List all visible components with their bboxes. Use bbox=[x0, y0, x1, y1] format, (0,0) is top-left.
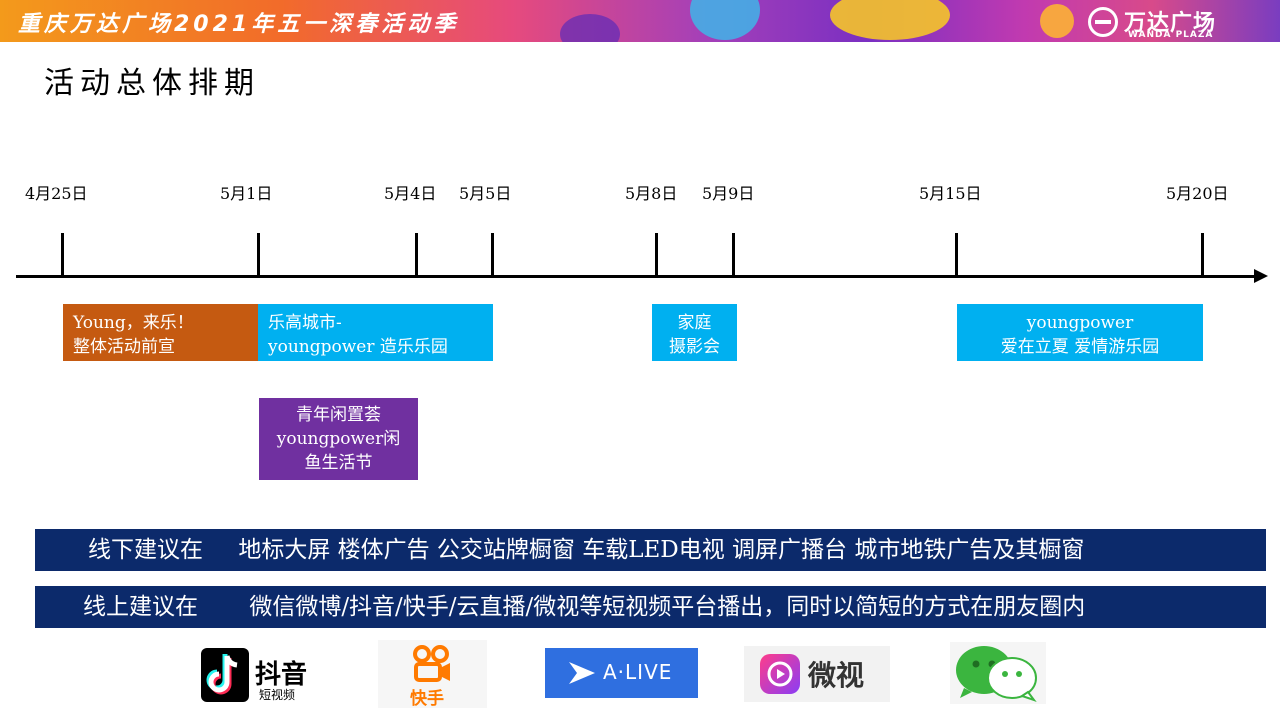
event-box: Young，来乐！ 整体活动前宣 bbox=[63, 304, 258, 361]
douyin-icon bbox=[201, 648, 249, 702]
event-box: youngpower 爱在立夏 爱情游乐园 bbox=[957, 304, 1203, 361]
douyin-name: 抖音 bbox=[255, 660, 308, 690]
date-label: 5月5日 bbox=[459, 184, 512, 203]
timeline-axis bbox=[16, 275, 1258, 278]
event-text: Young，来乐！ bbox=[73, 313, 194, 333]
kuaishou-icon bbox=[410, 644, 454, 684]
alive-logo: A·LIVE bbox=[545, 648, 698, 698]
event-text: youngpower 造乐乐园 bbox=[268, 337, 448, 357]
timeline-tick bbox=[491, 233, 494, 277]
logo-cn-text: 万达广场 bbox=[1124, 11, 1217, 36]
alive-name: A·LIVE bbox=[603, 660, 673, 684]
event-text: 乐高城市- bbox=[268, 313, 342, 333]
header-banner: 重庆万达广场2021年五一深春活动季 万达广场 WANDA PLAZA bbox=[0, 0, 1280, 42]
douyin-sub: 短视频 bbox=[259, 688, 296, 702]
timeline-tick bbox=[955, 233, 958, 277]
banner-decoration bbox=[560, 14, 620, 42]
event-text: 青年闲置荟 bbox=[296, 405, 381, 425]
weishi-logo: 微视 bbox=[744, 646, 890, 702]
wanda-logo-icon bbox=[1088, 7, 1118, 37]
event-text: 爱在立夏 爱情游乐园 bbox=[1000, 337, 1160, 357]
kuaishou-name: 快手 bbox=[410, 689, 444, 708]
online-channels-strip: 线上建议在 微信微博/抖音/快手/云直播/微视等短视频平台播出，同时以简短的方式… bbox=[35, 586, 1266, 628]
online-label: 线上建议在 bbox=[83, 594, 198, 620]
alive-icon bbox=[567, 660, 597, 690]
event-text: youngpower闲 bbox=[276, 429, 401, 449]
banner-decoration bbox=[1040, 4, 1074, 38]
wechat-icon bbox=[954, 644, 1042, 704]
banner-decoration bbox=[830, 0, 950, 40]
timeline-tick bbox=[415, 233, 418, 277]
timeline-arrow-icon bbox=[1254, 269, 1268, 283]
date-label: 5月8日 bbox=[625, 184, 678, 203]
offline-channels-strip: 线下建议在 地标大屏 楼体广告 公交站牌橱窗 车载LED电视 调屏广播台 城市地… bbox=[35, 529, 1266, 571]
offline-channels-text: 地标大屏 楼体广告 公交站牌橱窗 车载LED电视 调屏广播台 城市地铁广告及其橱… bbox=[238, 537, 1085, 563]
banner-title: 重庆万达广场2021年五一深春活动季 bbox=[18, 12, 460, 37]
date-label: 5月15日 bbox=[919, 184, 982, 203]
banner-decoration bbox=[690, 0, 760, 40]
event-text: 整体活动前宣 bbox=[73, 337, 175, 357]
timeline-tick bbox=[61, 233, 64, 277]
date-label: 5月20日 bbox=[1166, 184, 1229, 203]
timeline-tick bbox=[1201, 233, 1204, 277]
event-text: youngpower bbox=[1026, 313, 1134, 333]
event-text: 摄影会 bbox=[669, 337, 720, 357]
kuaishou-logo: 快手 bbox=[378, 640, 487, 708]
date-label: 5月1日 bbox=[220, 184, 273, 203]
page-title: 活动总体排期 bbox=[44, 66, 260, 101]
event-text: 鱼生活节 bbox=[304, 453, 373, 473]
timeline-tick bbox=[655, 233, 658, 277]
douyin-logo: 抖音 短视频 bbox=[197, 640, 315, 706]
weishi-icon bbox=[760, 654, 800, 694]
event-box: 家庭 摄影会 bbox=[652, 304, 737, 361]
date-label: 5月4日 bbox=[384, 184, 437, 203]
logo-en-text: WANDA PLAZA bbox=[1128, 30, 1214, 40]
weishi-name: 微视 bbox=[808, 659, 865, 692]
timeline-tick bbox=[257, 233, 260, 277]
event-text: 家庭 bbox=[677, 313, 712, 333]
offline-label: 线下建议在 bbox=[88, 537, 203, 563]
event-box: 青年闲置荟 youngpower闲 鱼生活节 bbox=[259, 398, 418, 480]
wechat-logo bbox=[950, 642, 1046, 704]
date-label: 4月25日 bbox=[25, 184, 88, 203]
timeline-tick bbox=[732, 233, 735, 277]
event-box: 乐高城市- youngpower 造乐乐园 bbox=[258, 304, 493, 361]
online-channels-text: 微信微博/抖音/快手/云直播/微视等短视频平台播出，同时以简短的方式在朋友圈内 bbox=[249, 594, 1086, 620]
date-label: 5月9日 bbox=[702, 184, 755, 203]
